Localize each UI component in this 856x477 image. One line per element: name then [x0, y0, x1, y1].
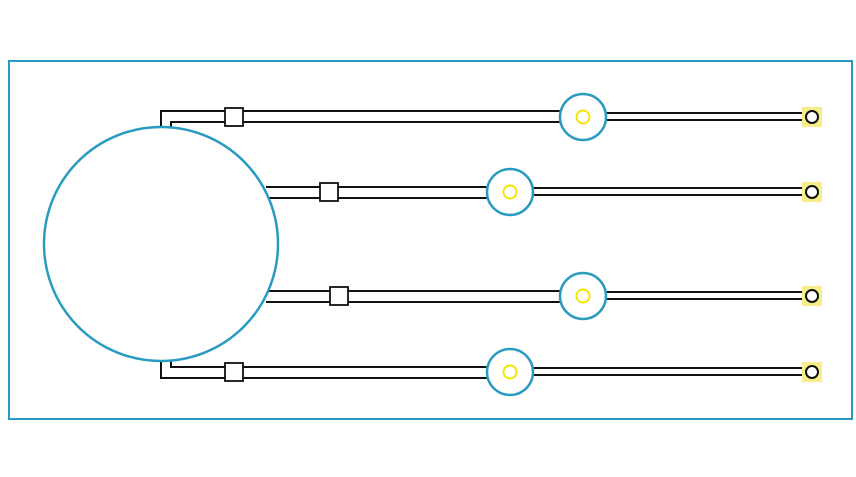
- channel-wall-lower: [160, 361, 488, 379]
- channel-1-components: [224, 92, 822, 142]
- valve-core: [575, 288, 591, 304]
- channel-4-components: [224, 347, 822, 397]
- channels-layer: [160, 110, 812, 379]
- valve-ring: [485, 167, 535, 217]
- channel-wall-lower: [160, 110, 560, 127]
- junction-square: [224, 362, 244, 382]
- junction-square: [224, 107, 244, 127]
- channel-2-components: [319, 167, 822, 217]
- channel-3: [266, 290, 812, 303]
- channel-2: [266, 186, 812, 199]
- outlet-port: [805, 365, 819, 379]
- valve-core: [502, 364, 518, 380]
- valve-ring: [558, 271, 608, 321]
- channel-wall-upper: [170, 361, 488, 368]
- junction-square: [329, 286, 349, 306]
- components-layer: [224, 92, 822, 397]
- channel-4: [160, 361, 812, 379]
- valve-ring: [485, 347, 535, 397]
- valve-core: [575, 109, 591, 125]
- junction-square: [319, 182, 339, 202]
- valve-core: [502, 184, 518, 200]
- valve-ring: [558, 92, 608, 142]
- reservoir-circle: [42, 125, 280, 363]
- outlet-port: [805, 185, 819, 199]
- channel-wall-upper: [170, 121, 560, 127]
- outlet-port: [805, 110, 819, 124]
- outlet-port: [805, 289, 819, 303]
- channel-1: [160, 110, 812, 127]
- channel-3-components: [329, 271, 822, 321]
